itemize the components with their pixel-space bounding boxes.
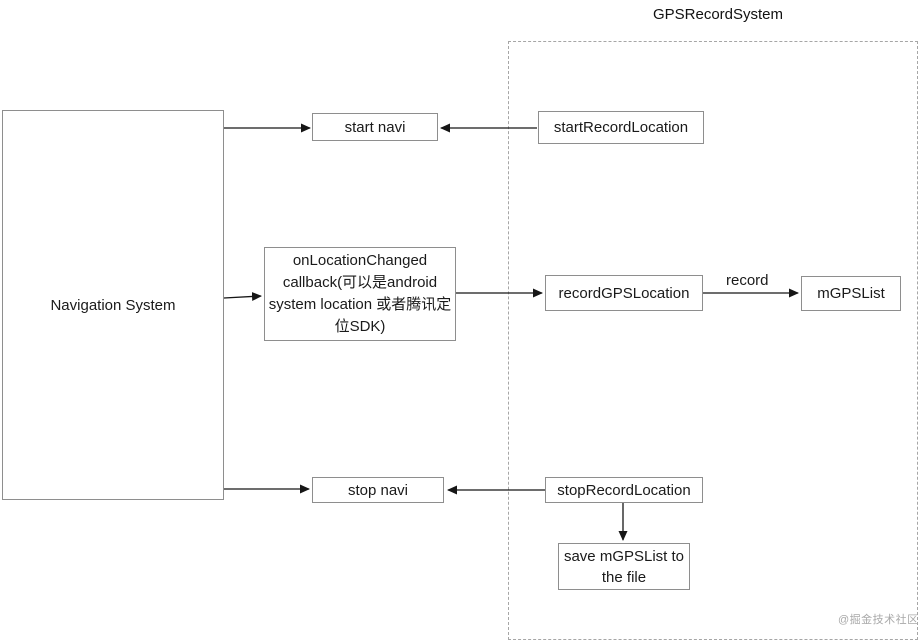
edge-label-record: record (726, 272, 769, 289)
node-start-navi: start navi (312, 113, 438, 141)
node-stop-navi: stop navi (312, 477, 444, 503)
gps-record-system-boundary (508, 41, 918, 640)
arrow-nav-to-callback (223, 291, 262, 301)
node-save-m-gps-list: save mGPSList to the file (558, 543, 690, 590)
watermark: @掘金技术社区 (838, 614, 919, 626)
node-navigation-system: Navigation System (2, 110, 224, 500)
node-on-location-changed-callback: onLocationChanged callback(可以是android sy… (264, 247, 456, 341)
node-record-gps-location: recordGPSLocation (545, 275, 703, 311)
node-start-record-location: startRecordLocation (538, 111, 704, 144)
diagram-title: GPSRecordSystem (652, 6, 784, 23)
node-stop-record-location: stopRecordLocation (545, 477, 703, 503)
node-m-gps-list: mGPSList (801, 276, 901, 311)
